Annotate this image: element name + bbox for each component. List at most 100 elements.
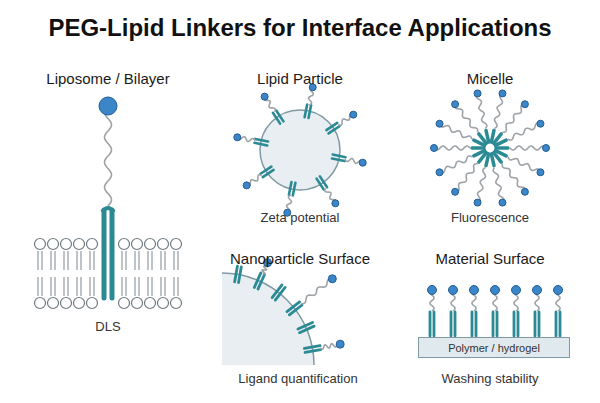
lipid-head bbox=[119, 239, 130, 250]
lipid-tail bbox=[93, 277, 94, 296]
peg-chain bbox=[508, 123, 540, 140]
peg-chain bbox=[105, 106, 112, 206]
lipid-anchor bbox=[300, 326, 315, 333]
lipid-anchor bbox=[492, 312, 495, 336]
lipid-head bbox=[158, 298, 169, 309]
micelle-core bbox=[486, 130, 489, 142]
ligand-head bbox=[470, 286, 479, 295]
lipid-head bbox=[74, 298, 85, 309]
lipid-tail bbox=[76, 277, 77, 296]
lipid-tail bbox=[147, 277, 148, 296]
method-caption: DLS bbox=[95, 319, 120, 334]
panel-heading: Material Surface bbox=[435, 250, 544, 267]
ligand-head bbox=[537, 169, 544, 176]
node-text: Polymer / hydrogel bbox=[448, 342, 540, 354]
lipid-tail bbox=[147, 251, 148, 270]
ligand-head bbox=[234, 134, 241, 141]
ligand-head bbox=[428, 286, 437, 295]
micelle-core bbox=[495, 140, 506, 145]
panel-heading: Liposome / Bilayer bbox=[46, 70, 169, 87]
peg-chain bbox=[434, 146, 470, 150]
panel-heading: Lipid Particle bbox=[257, 70, 343, 87]
lipid-head bbox=[48, 239, 59, 250]
ligand-head bbox=[474, 199, 481, 206]
method-caption: Fluorescence bbox=[451, 210, 529, 225]
lipid-anchor bbox=[261, 167, 272, 174]
lipid-anchor bbox=[305, 105, 308, 118]
peg-chain bbox=[478, 167, 486, 202]
lipid-tail bbox=[151, 251, 152, 270]
lipid-tail bbox=[151, 277, 152, 296]
ligand-head bbox=[449, 286, 458, 295]
peg-chain bbox=[455, 104, 478, 132]
peg-chain bbox=[476, 93, 487, 128]
lipid-anchor bbox=[293, 183, 296, 196]
lipid-head bbox=[87, 298, 98, 309]
lipid-tail bbox=[125, 251, 126, 270]
lipid-tail bbox=[121, 277, 122, 296]
lipid-anchor bbox=[429, 312, 432, 336]
lipid-tail bbox=[63, 251, 64, 270]
micelle-core bbox=[491, 154, 494, 166]
lipid-tail bbox=[160, 251, 161, 270]
method-caption: Washing stability bbox=[441, 371, 538, 386]
lipid-tail bbox=[41, 251, 42, 270]
lipid-anchor bbox=[276, 111, 283, 122]
lipid-tail bbox=[93, 251, 94, 270]
micelle-core bbox=[491, 130, 494, 142]
lipid-tail bbox=[80, 277, 81, 296]
ligand-head bbox=[452, 101, 459, 108]
ligand-head bbox=[336, 340, 344, 348]
lipid-tail bbox=[177, 277, 178, 296]
lipid-anchor bbox=[305, 350, 321, 353]
lipid-anchor bbox=[450, 312, 453, 336]
lipid-tail bbox=[173, 251, 174, 270]
micelle-core bbox=[479, 134, 486, 143]
lipid-head bbox=[132, 239, 143, 250]
lipid-tail bbox=[54, 277, 55, 296]
lipid-tail bbox=[80, 251, 81, 270]
micelle-core bbox=[494, 153, 501, 162]
panel-heading: Micelle bbox=[467, 70, 514, 87]
method-caption: Zeta potential bbox=[261, 210, 340, 225]
lipid-tail bbox=[54, 251, 55, 270]
lipid-anchor bbox=[239, 267, 242, 283]
lipid-head bbox=[171, 239, 182, 250]
peg-chain bbox=[502, 104, 524, 132]
lipid-tail bbox=[76, 251, 77, 270]
lipid-head bbox=[145, 298, 156, 309]
micelle-core bbox=[474, 151, 485, 156]
ligand-head bbox=[436, 169, 443, 176]
lipid-anchor bbox=[538, 312, 541, 336]
substrate-layer: Polymer / hydrogel bbox=[418, 337, 570, 358]
ligand-head bbox=[521, 101, 528, 108]
micelle-core bbox=[496, 146, 508, 150]
nanoparticle-edge bbox=[222, 273, 314, 365]
lipid-anchor bbox=[559, 312, 562, 336]
ligand-head bbox=[543, 145, 550, 152]
panel-heading: Nanoparticle Surface bbox=[230, 250, 370, 267]
lipid-tail bbox=[63, 277, 64, 296]
lipid-tail bbox=[50, 251, 51, 270]
lipid-particle bbox=[260, 110, 340, 190]
peg-chain bbox=[510, 146, 546, 150]
lipid-anchor bbox=[102, 210, 107, 298]
lipid-tail bbox=[160, 277, 161, 296]
method-caption: Ligand quantification bbox=[238, 371, 357, 386]
ligand-head bbox=[474, 90, 481, 97]
ligand-head bbox=[491, 286, 500, 295]
lipid-anchor bbox=[275, 287, 285, 300]
lipid-anchor bbox=[329, 126, 340, 133]
lipid-head bbox=[74, 239, 85, 250]
lipid-anchor bbox=[102, 208, 114, 212]
lipid-anchor bbox=[517, 312, 520, 336]
lipid-anchor bbox=[433, 312, 436, 336]
lipid-head bbox=[61, 298, 72, 309]
peg-chain bbox=[502, 164, 525, 192]
peg-chain bbox=[455, 164, 477, 192]
ligand-head bbox=[99, 97, 117, 115]
lipid-tail bbox=[173, 277, 174, 296]
peg-chain bbox=[494, 93, 502, 128]
lipid-anchor bbox=[289, 182, 292, 195]
